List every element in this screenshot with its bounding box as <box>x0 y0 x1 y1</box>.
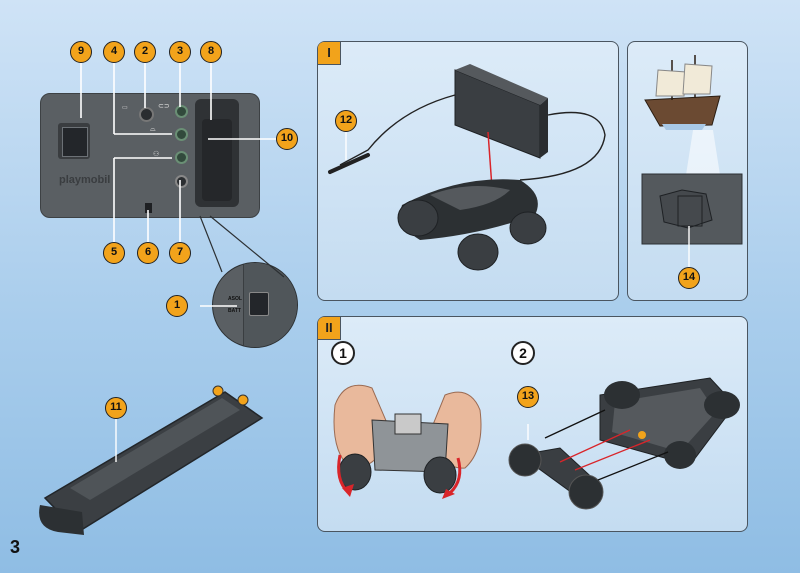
panel-two-label: II <box>318 317 341 340</box>
switch-label-bottom: BATT <box>228 308 241 314</box>
boat-button[interactable] <box>175 128 188 141</box>
pair-button[interactable] <box>175 151 188 164</box>
callout-3: 3 <box>169 41 191 63</box>
boat-deck-part <box>39 385 264 535</box>
boat-icon: ⌓ <box>150 126 156 133</box>
pair-icon: ⚇ <box>153 151 160 158</box>
callout-10: 10 <box>276 128 298 150</box>
callout-7: 7 <box>169 242 191 264</box>
pirate-ship <box>644 55 721 175</box>
page-number: 3 <box>10 537 21 557</box>
switch-label-top: ASOL <box>228 296 242 302</box>
panel-one-label: I <box>318 42 341 65</box>
battery-compartment <box>195 99 239 207</box>
forward-icon: ⊂⊃ <box>158 103 170 110</box>
power-port <box>175 175 188 188</box>
callout-14: 14 <box>678 267 700 289</box>
led-icon: ▭ <box>122 105 128 111</box>
callout-2: 2 <box>134 41 156 63</box>
boat-exploded-view <box>508 377 740 510</box>
hands-opening-boat <box>333 384 482 499</box>
callout-8: 8 <box>200 41 222 63</box>
charging-switch <box>58 123 90 159</box>
callout-4: 4 <box>103 41 125 63</box>
callout-1: 1 <box>166 295 188 317</box>
callout-11: 11 <box>105 397 127 419</box>
ship-battery-compartment <box>641 173 743 268</box>
callout-13: 13 <box>517 386 539 408</box>
forward-button[interactable] <box>175 105 188 118</box>
remote-control-body: playmobil <box>40 93 260 218</box>
led-indicator <box>139 107 154 122</box>
callout-6: 6 <box>137 242 159 264</box>
brand-logo: playmobil <box>59 174 111 186</box>
callout-5: 5 <box>103 242 125 264</box>
callout-9: 9 <box>70 41 92 63</box>
callout-12: 12 <box>335 110 357 132</box>
remote-with-boat <box>328 64 606 271</box>
usb-port <box>145 203 152 213</box>
step-one-badge: 1 <box>331 341 355 365</box>
step-two-badge: 2 <box>511 341 535 365</box>
